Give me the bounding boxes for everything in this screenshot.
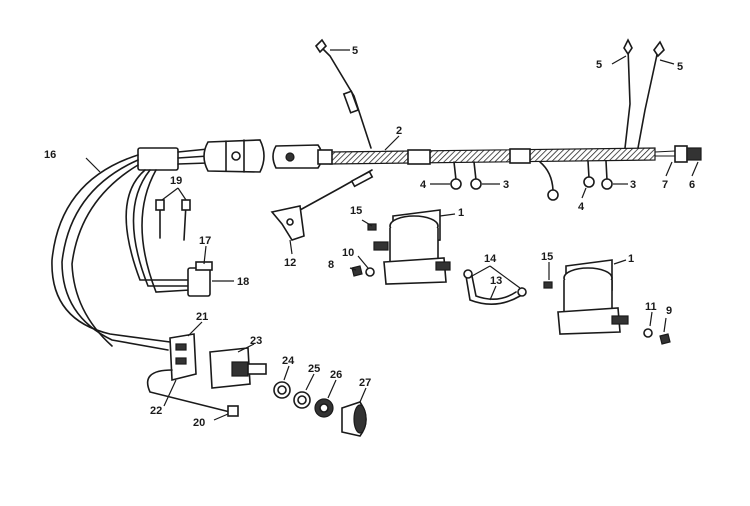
solenoid-right bbox=[557, 259, 629, 335]
callout-15-left: 15 bbox=[350, 205, 362, 217]
callout-2: 2 bbox=[396, 125, 402, 137]
callout-6: 6 bbox=[689, 179, 695, 191]
hardware bbox=[351, 223, 671, 345]
callout-27: 27 bbox=[359, 377, 371, 389]
callout-3-right: 3 bbox=[630, 179, 636, 191]
callout-12: 12 bbox=[284, 257, 296, 269]
callouts: 5 2 4 3 5 5 4 3 7 6 1 1 12 15 15 14 13 1… bbox=[44, 45, 695, 429]
upper-leads-right bbox=[623, 38, 665, 149]
switch-21 bbox=[146, 333, 239, 417]
callout-13: 13 bbox=[490, 275, 502, 287]
main-harness bbox=[329, 147, 676, 165]
callout-19: 19 bbox=[170, 175, 182, 187]
ring-terminals bbox=[450, 160, 613, 201]
callout-4-left: 4 bbox=[420, 179, 427, 191]
callout-18: 18 bbox=[237, 276, 249, 288]
callout-7: 7 bbox=[662, 179, 668, 191]
callout-21: 21 bbox=[196, 311, 208, 323]
callout-26: 26 bbox=[330, 369, 342, 381]
callout-5-right-a: 5 bbox=[596, 59, 602, 71]
left-harness-branch bbox=[51, 154, 191, 351]
callout-14: 14 bbox=[484, 253, 497, 265]
callout-17: 17 bbox=[199, 235, 211, 247]
callout-22: 22 bbox=[150, 405, 162, 417]
callout-3-left: 3 bbox=[503, 179, 509, 191]
callout-5-left: 5 bbox=[352, 45, 358, 57]
callout-9: 9 bbox=[666, 305, 672, 317]
connector-17 bbox=[155, 199, 213, 297]
callout-1-right: 1 bbox=[628, 253, 634, 265]
callout-20: 20 bbox=[193, 417, 205, 429]
main-connector bbox=[137, 139, 333, 173]
callout-1-left: 1 bbox=[458, 207, 464, 219]
callout-10: 10 bbox=[342, 247, 354, 259]
callout-5-right-b: 5 bbox=[677, 61, 683, 73]
switch-23 bbox=[209, 347, 367, 437]
upper-lead-left bbox=[314, 38, 372, 149]
bracket-lead bbox=[270, 169, 374, 241]
solenoid-left bbox=[373, 209, 451, 285]
callout-25: 25 bbox=[308, 363, 320, 375]
link-strap bbox=[463, 269, 527, 305]
callout-15-right: 15 bbox=[541, 251, 553, 263]
leader-lines bbox=[85, 49, 699, 421]
callout-16: 16 bbox=[44, 149, 56, 161]
callout-11: 11 bbox=[645, 301, 657, 313]
callout-23: 23 bbox=[250, 335, 262, 347]
callout-8: 8 bbox=[328, 259, 334, 271]
callout-4-right: 4 bbox=[578, 201, 585, 213]
callout-24: 24 bbox=[282, 355, 295, 367]
terminal-plug bbox=[674, 145, 702, 163]
